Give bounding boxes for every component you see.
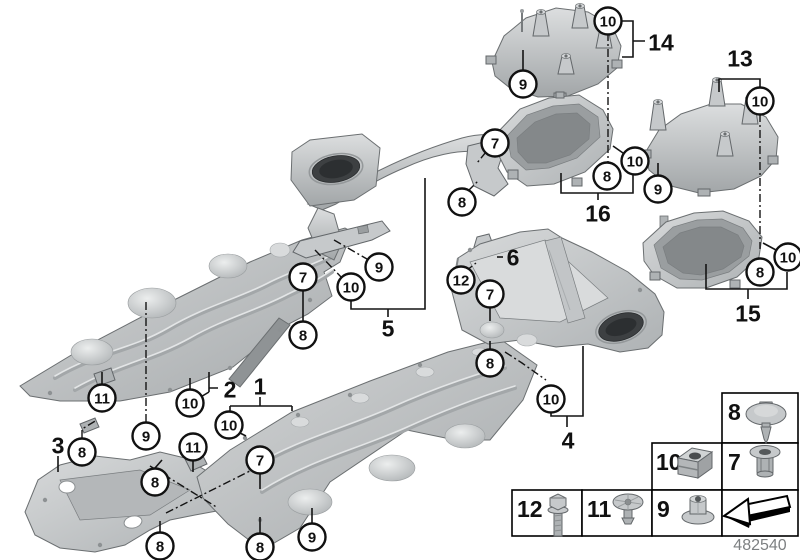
hex-screw-icon bbox=[547, 493, 569, 537]
callout-number: 7 bbox=[486, 286, 494, 303]
callout-balloon-9: 9 bbox=[508, 69, 538, 99]
leader-lines bbox=[57, 20, 788, 533]
callout-balloon-8: 8 bbox=[140, 467, 170, 497]
callout-number: 10 bbox=[343, 279, 360, 296]
cage-nut-icon bbox=[676, 447, 714, 479]
callout-number: 8 bbox=[78, 444, 86, 461]
fastener-legend: 8 10 7 12 11 9 bbox=[511, 392, 799, 537]
callout-balloon-10: 10 bbox=[336, 272, 366, 302]
callout-number: 10 bbox=[627, 153, 644, 170]
part-15-tray bbox=[642, 210, 763, 289]
callout-balloon-9: 9 bbox=[297, 522, 327, 552]
callout-balloon-10: 10 bbox=[214, 410, 244, 440]
callout-balloon-10: 10 bbox=[745, 86, 775, 116]
part-2-underfloor-panel-left bbox=[19, 227, 353, 402]
part-3-underbody-cover bbox=[24, 451, 233, 553]
part-label-16: 16 bbox=[585, 200, 611, 226]
part-label-15: 15 bbox=[735, 300, 761, 326]
callout-number: 7 bbox=[299, 269, 307, 286]
callout-number: 8 bbox=[151, 474, 159, 491]
callout-number: 9 bbox=[654, 181, 662, 198]
callout-balloon-10: 10 bbox=[620, 146, 650, 176]
part-label-4: 4 bbox=[562, 427, 575, 453]
callout-number: 7 bbox=[256, 452, 264, 469]
callout-balloon-10: 10 bbox=[536, 384, 566, 414]
legend-number-9: 9 bbox=[657, 496, 670, 522]
part-label-1: 1 bbox=[254, 373, 267, 399]
plastic-nut-icon bbox=[681, 495, 715, 525]
callout-number: 11 bbox=[185, 439, 201, 456]
callout-balloon-11: 11 bbox=[178, 432, 208, 462]
callout-balloon-8: 8 bbox=[145, 531, 175, 560]
legend-number-11: 11 bbox=[587, 496, 612, 522]
callout-balloon-12: 12 bbox=[446, 265, 476, 295]
callout-balloon-7: 7 bbox=[480, 128, 510, 158]
front-direction-arrow-icon bbox=[721, 494, 792, 528]
callout-balloon-9: 9 bbox=[643, 174, 673, 204]
callout-balloon-10: 10 bbox=[593, 6, 623, 36]
callout-balloon-8: 8 bbox=[475, 348, 505, 378]
callout-number: 12 bbox=[453, 272, 470, 289]
callout-number: 8 bbox=[156, 538, 164, 555]
callout-number: 10 bbox=[543, 391, 560, 408]
callout-number: 10 bbox=[182, 395, 199, 412]
callout-number: 8 bbox=[756, 264, 764, 281]
callout-balloon-9: 9 bbox=[131, 421, 161, 451]
part-label-3: 3 bbox=[52, 432, 65, 458]
callout-number: 8 bbox=[299, 327, 307, 344]
callout-number: 10 bbox=[752, 93, 769, 110]
callout-number: 8 bbox=[486, 355, 494, 372]
part-label-6: 6 bbox=[507, 244, 520, 270]
part-4-underfloor-panel-rear bbox=[451, 228, 665, 353]
callout-number: 10 bbox=[600, 13, 617, 30]
legend-number-10: 10 bbox=[656, 449, 682, 475]
callout-balloon-9: 9 bbox=[364, 252, 394, 282]
legend-number-7: 7 bbox=[728, 449, 741, 475]
part-label-14: 14 bbox=[648, 29, 674, 55]
callout-balloons: 10 9 10 7 10 8 9 8 9 10 12 7 7 8 8 10 10 8 11 10 9 8 11 10 7 8 8 8 9 bbox=[67, 6, 800, 560]
cone-bosses bbox=[532, 3, 613, 75]
callout-balloon-8: 8 bbox=[288, 320, 318, 350]
callout-balloon-7: 7 bbox=[288, 262, 318, 292]
callout-number: 9 bbox=[142, 428, 150, 445]
callout-number: 8 bbox=[603, 168, 611, 185]
part-16-tray bbox=[496, 91, 614, 187]
callout-balloon-8: 8 bbox=[67, 437, 97, 467]
callout-number: 10 bbox=[780, 249, 797, 266]
z-clip bbox=[79, 417, 100, 434]
callout-number: 9 bbox=[308, 529, 316, 546]
callout-balloon-8: 8 bbox=[592, 161, 622, 191]
callout-balloon-11: 11 bbox=[87, 383, 117, 413]
drawing-number: 482540 bbox=[733, 537, 786, 554]
part-number-labels: 12 3 4 5 6 13 14 15 16 bbox=[52, 29, 761, 458]
expansion-nut-icon bbox=[749, 445, 781, 478]
callout-balloon-7: 7 bbox=[475, 279, 505, 309]
callout-balloon-7: 7 bbox=[245, 445, 275, 475]
plastic-rivet-icon bbox=[612, 493, 644, 525]
callout-number: 8 bbox=[256, 539, 264, 556]
part-13-cover bbox=[640, 77, 779, 197]
part-label-13: 13 bbox=[727, 45, 753, 71]
sill-strap bbox=[228, 317, 291, 388]
legend-number-8: 8 bbox=[728, 399, 741, 425]
callout-balloon-8: 8 bbox=[745, 257, 775, 287]
callout-number: 7 bbox=[491, 135, 499, 152]
callout-balloon-10: 10 bbox=[175, 388, 205, 418]
expanding-rivet-icon bbox=[745, 401, 787, 445]
callout-balloon-8: 8 bbox=[245, 532, 275, 560]
callout-balloon-10: 10 bbox=[773, 242, 800, 272]
callout-balloon-8: 8 bbox=[447, 187, 477, 217]
legend-number-12: 12 bbox=[517, 496, 543, 522]
callout-number: 8 bbox=[458, 194, 466, 211]
callout-number: 9 bbox=[375, 259, 383, 276]
callout-number: 11 bbox=[94, 390, 110, 407]
part-label-5: 5 bbox=[382, 315, 395, 341]
callout-number: 9 bbox=[519, 76, 527, 93]
part-label-2: 2 bbox=[224, 376, 237, 402]
callout-number: 10 bbox=[221, 417, 238, 434]
